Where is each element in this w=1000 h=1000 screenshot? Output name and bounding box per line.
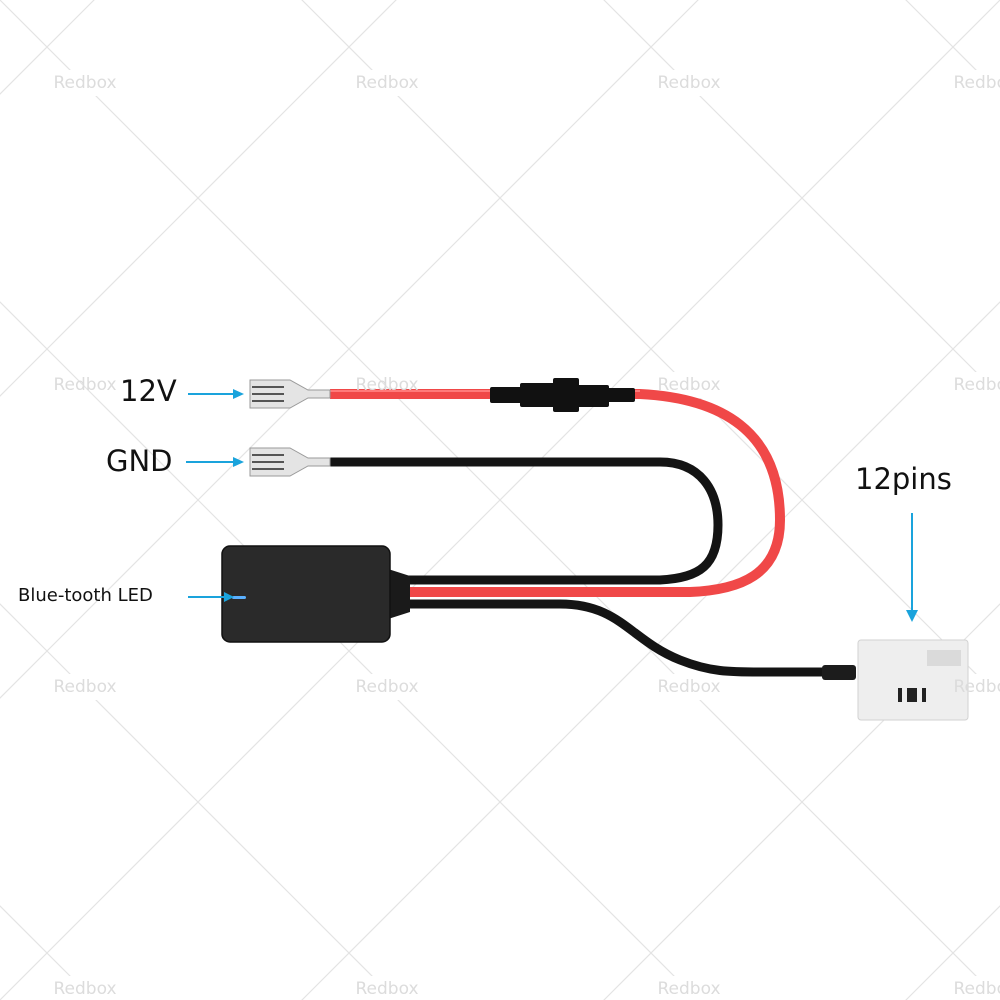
watermark-text: Redbox	[657, 375, 721, 395]
watermark-text: Redbox	[53, 73, 117, 93]
watermark-text: Redbox	[657, 979, 721, 999]
watermark-text: Redbox	[355, 73, 419, 93]
watermark-text: Redbox	[953, 677, 1000, 697]
watermark-text: Redbox	[657, 677, 721, 697]
watermark-text: Redbox	[657, 73, 721, 93]
connector-12pin	[857, 639, 969, 721]
watermark-text: Redbox	[953, 979, 1000, 999]
watermark-text: Redbox	[355, 375, 419, 395]
fuse-holder	[490, 378, 635, 412]
black-wire-connector	[395, 599, 845, 677]
terminal-12v	[249, 379, 331, 409]
black-wire-gnd	[330, 457, 723, 585]
terminal-gnd	[249, 447, 331, 477]
led-indicator	[232, 596, 246, 599]
watermark-text: Redbox	[355, 979, 419, 999]
watermark-text: Redbox	[953, 375, 1000, 395]
watermark-text: Redbox	[953, 73, 1000, 93]
watermark-text: Redbox	[53, 979, 117, 999]
label-gnd: GND	[106, 444, 173, 478]
label-12pins: 12pins	[855, 462, 952, 496]
callout-arrows	[186, 389, 918, 622]
label-12v: 12V	[120, 374, 177, 408]
watermark-text: Redbox	[53, 677, 117, 697]
watermark-text: Redbox	[53, 375, 117, 395]
watermark-text: Redbox	[355, 677, 419, 697]
red-wire-12v	[330, 389, 786, 597]
label-bluetooth-led: Blue-tooth LED	[18, 585, 153, 606]
bluetooth-module	[221, 545, 410, 643]
